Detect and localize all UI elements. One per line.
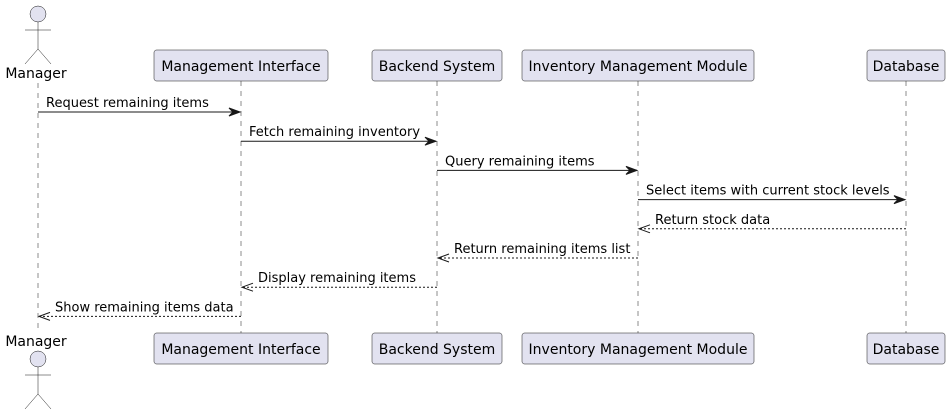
participant-box <box>521 49 755 82</box>
participants-top: Manager Management Interface Backend Syste… <box>5 5 946 82</box>
message-label: Display remaining items <box>258 271 416 286</box>
participant-box <box>153 49 329 82</box>
message-3: Query remaining items <box>437 154 639 175</box>
message-label: Return remaining items list <box>454 242 630 257</box>
participant-label: Database <box>873 342 940 358</box>
participant-label: Management Interface <box>161 342 320 358</box>
participant-label: Inventory Management Module <box>529 342 748 358</box>
message-2: Fetch remaining inventory <box>241 125 438 146</box>
arrow-head-icon <box>893 195 907 205</box>
message-8: Show remaining items data <box>37 300 241 321</box>
participant-backend-top: Backend System <box>371 49 503 82</box>
message-label: Request remaining items <box>46 96 209 111</box>
message-label: Fetch remaining inventory <box>249 125 420 140</box>
participant-box <box>521 332 755 365</box>
participant-box <box>866 332 946 365</box>
message-7: Display remaining items <box>240 271 437 292</box>
participant-database-top: Database <box>866 49 946 82</box>
actor-label-bottom: Manager <box>5 334 67 350</box>
arrow-head-icon <box>37 311 51 321</box>
participant-inventory-top: Inventory Management Module <box>521 49 755 82</box>
participant-label: Inventory Management Module <box>529 59 748 75</box>
arrow-head-icon <box>436 253 450 263</box>
message-label: Select items with current stock levels <box>646 184 890 199</box>
actor-icon <box>24 350 52 410</box>
arrow-head-icon <box>424 136 438 146</box>
participant-box <box>371 49 503 82</box>
actor-label-top: Manager <box>5 66 67 82</box>
participant-label: Database <box>873 59 940 75</box>
message-6: Return remaining items list <box>436 242 638 263</box>
participant-label: Management Interface <box>161 59 320 75</box>
actor-icon <box>24 5 52 65</box>
participant-label: Backend System <box>379 59 496 75</box>
participant-backend-bottom: Backend System <box>371 332 503 365</box>
participant-label: Backend System <box>379 342 496 358</box>
message-5: Return stock data <box>637 213 906 234</box>
participant-inventory-bottom: Inventory Management Module <box>521 332 755 365</box>
participant-database-bottom: Database <box>866 332 946 365</box>
participant-box <box>153 332 329 365</box>
participant-box <box>866 49 946 82</box>
message-label: Query remaining items <box>445 154 595 169</box>
arrow-head-icon <box>637 224 651 234</box>
arrow-head-icon <box>240 282 254 292</box>
arrow-head-icon <box>228 107 242 117</box>
message-label: Return stock data <box>655 213 770 228</box>
participant-box <box>371 332 503 365</box>
message-4: Select items with current stock levels <box>638 184 907 205</box>
message-1: Request remaining items <box>38 96 242 117</box>
message-label: Show remaining items data <box>55 300 234 315</box>
lifelines <box>37 81 907 333</box>
participant-mgmt_ui-top: Management Interface <box>153 49 329 82</box>
participant-mgmt_ui-bottom: Management Interface <box>153 332 329 365</box>
arrow-head-icon <box>625 165 639 175</box>
